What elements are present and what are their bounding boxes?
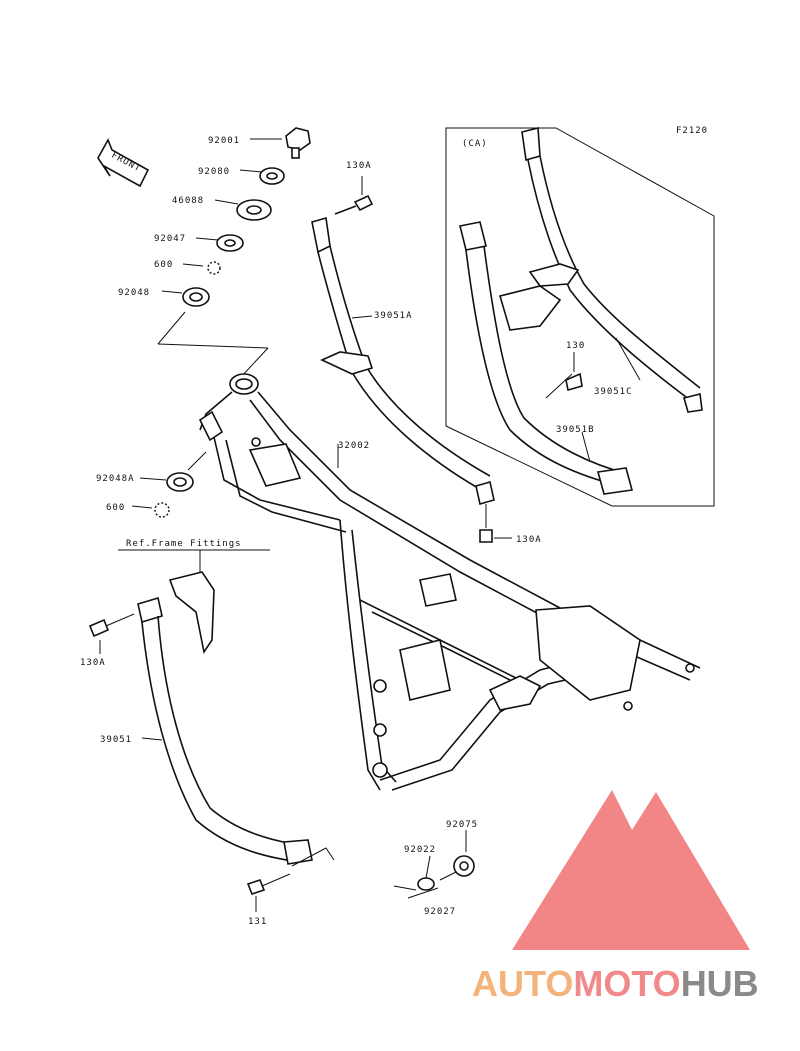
label-92001: 92001	[208, 136, 240, 146]
grommet-parts	[393, 830, 475, 899]
watermark-wordmark: AUTOMOTOHUB	[472, 963, 759, 1005]
steering-lower-parts	[131, 451, 207, 518]
label-130a-left: 130A	[80, 658, 106, 668]
label-46088: 46088	[172, 196, 204, 206]
label-130-inset: 130	[566, 341, 585, 351]
label-39051a: 39051A	[374, 311, 413, 321]
diagram-code: F2120	[676, 126, 708, 136]
part-labels: 92001 92080 46088 92047 600 92048 130A 3…	[80, 136, 633, 927]
label-92048: 92048	[118, 288, 150, 298]
watermark-logo-icon	[512, 790, 750, 950]
label-130a-mid: 130A	[516, 535, 542, 545]
label-92075: 92075	[446, 820, 478, 830]
label-600-top: 600	[154, 260, 173, 270]
label-39051c: 39051C	[594, 387, 633, 397]
main-frame-32002	[198, 373, 701, 791]
label-ref-frame-fittings: Ref.Frame Fittings	[126, 539, 242, 549]
inset-label: (CA)	[462, 139, 488, 149]
label-92022: 92022	[404, 845, 436, 855]
bolt-130a-top	[334, 176, 374, 215]
label-39051b: 39051B	[556, 425, 595, 435]
label-600-bottom: 600	[106, 503, 125, 513]
front-arrow-icon: FRONT	[97, 138, 150, 188]
label-92048a: 92048A	[96, 474, 135, 484]
watermark-part-auto: AUTO	[472, 963, 574, 1004]
label-131: 131	[248, 917, 267, 927]
bolt-130a-mid	[479, 504, 512, 543]
watermark-part-hub: HUB	[680, 963, 759, 1004]
label-92047: 92047	[154, 234, 186, 244]
label-130a-top: 130A	[346, 161, 372, 171]
label-32002: 32002	[338, 441, 370, 451]
label-92080: 92080	[198, 167, 230, 177]
inset-ca: (CA)	[445, 126, 715, 507]
steering-bearing-parts	[157, 127, 311, 379]
downtube-39051a	[311, 216, 495, 506]
downtube-39051	[88, 549, 335, 912]
label-92027: 92027	[424, 907, 456, 917]
label-39051: 39051	[100, 735, 132, 745]
watermark-part-moto: MOTO	[573, 963, 681, 1004]
